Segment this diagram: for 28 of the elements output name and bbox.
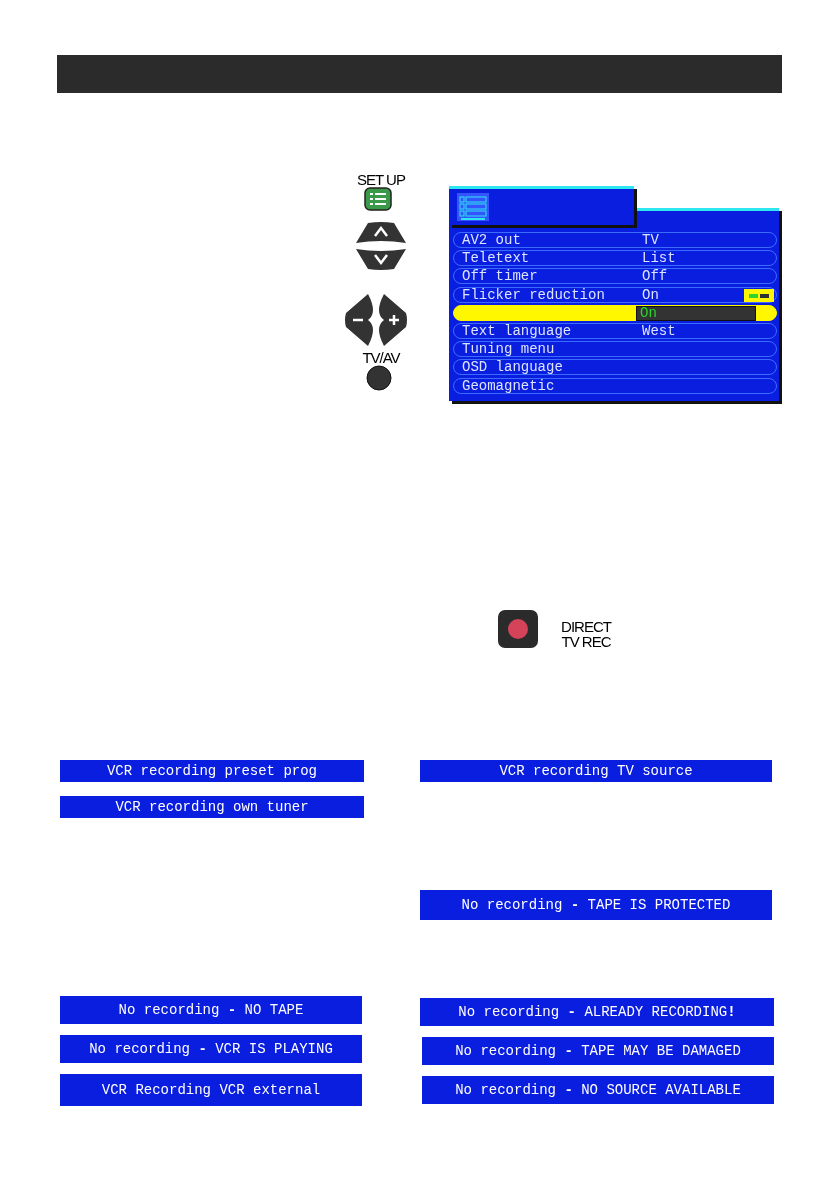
status-message: VCR recording preset prog bbox=[60, 760, 364, 782]
status-message: No recording - NO TAPE bbox=[60, 996, 362, 1024]
setting-name: OSD language bbox=[462, 360, 563, 375]
setting-name: AV2 out bbox=[462, 233, 521, 247]
setting-value: Off bbox=[642, 269, 668, 284]
setting-name: Off timer bbox=[462, 269, 538, 284]
setting-value: On bbox=[642, 287, 659, 302]
setting-value: On bbox=[640, 305, 657, 320]
status-message: No recording - TAPE IS PROTECTED bbox=[420, 890, 772, 920]
status-message: No recording - VCR IS PLAYING bbox=[60, 1035, 362, 1063]
setting-name: Teletext bbox=[462, 251, 530, 266]
setting-value: List bbox=[642, 251, 676, 266]
status-message: VCR recording own tuner bbox=[60, 796, 364, 818]
status-message: No recording - ALREADY RECORDING! bbox=[420, 998, 774, 1026]
button-label: TV/AV bbox=[361, 350, 402, 365]
status-message: No recording - NO SOURCE AVAILABLE bbox=[422, 1076, 774, 1104]
title-bar bbox=[57, 55, 782, 93]
status-message: VCR Recording VCR external bbox=[60, 1074, 362, 1106]
setting-name: Text language bbox=[462, 324, 572, 338]
button-label: DIRECT TV REC bbox=[560, 619, 613, 649]
status-message: VCR recording TV source bbox=[420, 760, 772, 782]
setting-value: West bbox=[642, 324, 676, 338]
setting-name: Flicker reduction bbox=[462, 287, 605, 302]
status-message: No recording - TAPE MAY BE DAMAGED bbox=[422, 1037, 774, 1065]
setting-name: Geomagnetic bbox=[462, 378, 555, 393]
setting-value: TV bbox=[642, 233, 659, 247]
setting-name: Tuning menu bbox=[462, 342, 555, 357]
button-label: SET UP bbox=[356, 172, 406, 187]
